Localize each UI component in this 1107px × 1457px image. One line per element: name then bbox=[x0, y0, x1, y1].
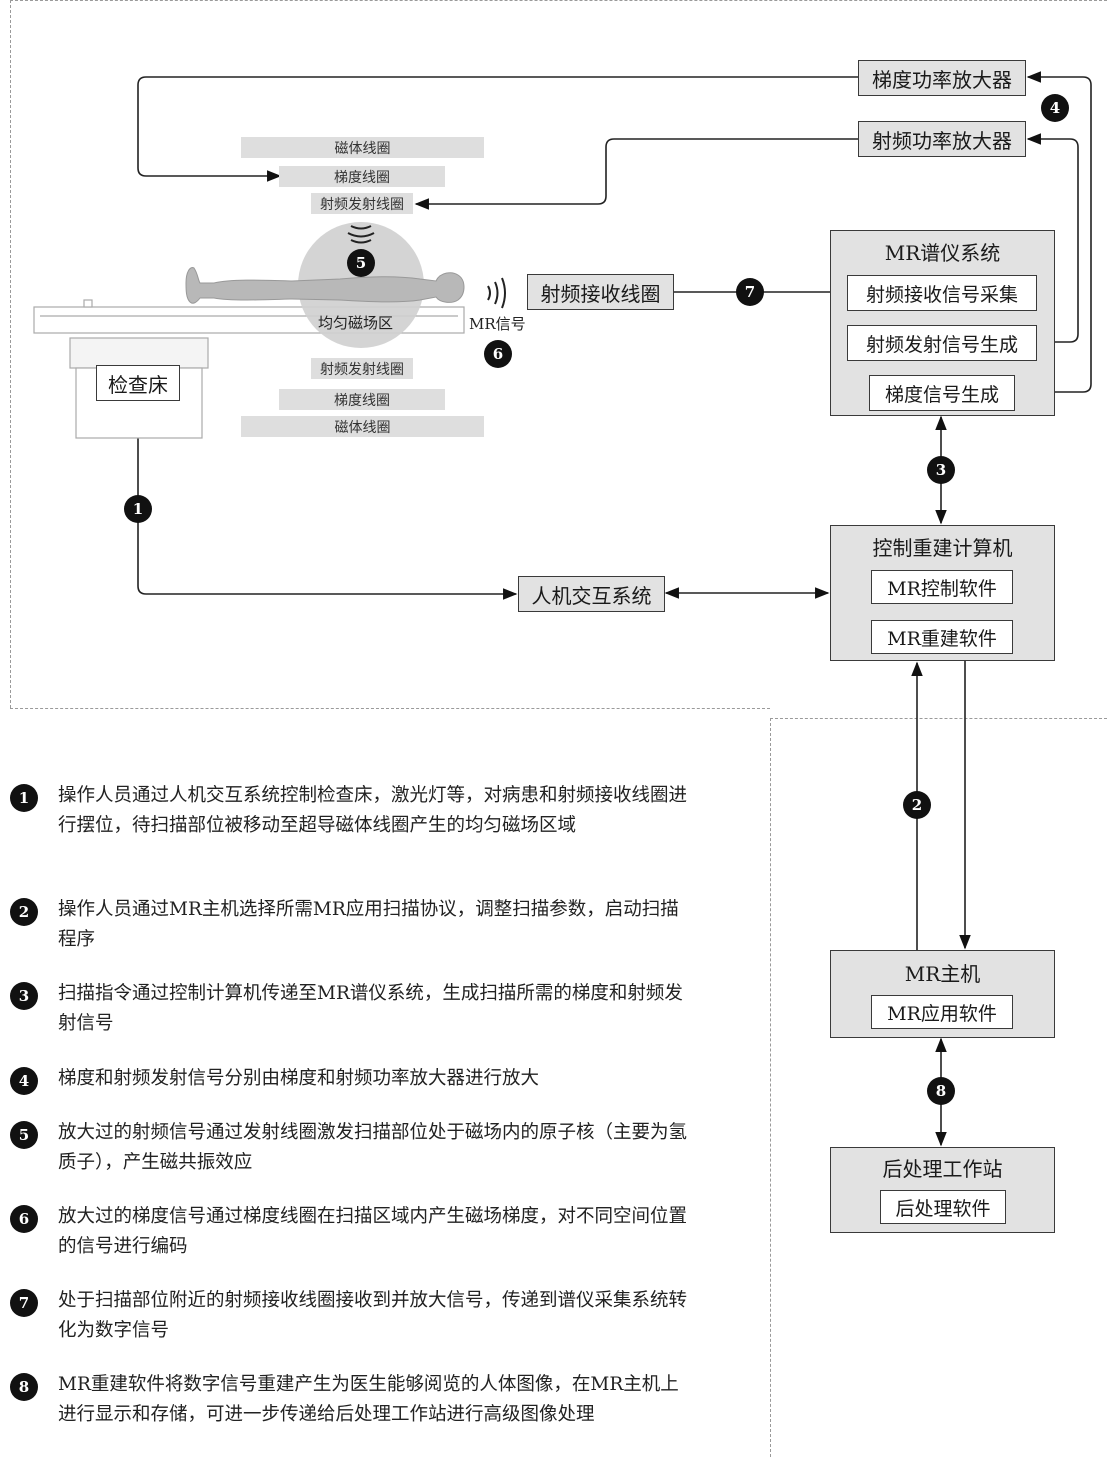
uniform-field-label: 均匀磁场区 bbox=[318, 314, 394, 332]
gradient-amplifier-box: 梯度功率放大器 bbox=[858, 60, 1026, 96]
mr-host-title: MR主机 bbox=[904, 962, 981, 986]
coil-gradient-bottom: 梯度线圈 bbox=[279, 389, 445, 410]
legend-marker-4: 4 bbox=[10, 1067, 38, 1095]
marker-2: 2 bbox=[903, 791, 931, 819]
patient-silhouette bbox=[185, 267, 465, 304]
legend-marker-6: 6 bbox=[10, 1205, 38, 1233]
hci-system-box: 人机交互系统 bbox=[518, 576, 665, 612]
region-border-divider bbox=[770, 718, 771, 1457]
legend-text-6: 放大过的梯度信号通过梯度线圈在扫描区域内产生磁场梯度，对不同空间位置的信号进行编… bbox=[58, 1206, 688, 1257]
marker-7: 7 bbox=[736, 278, 764, 306]
legend-marker-2: 2 bbox=[10, 898, 38, 926]
legend-marker-8: 8 bbox=[10, 1373, 38, 1401]
marker-5: 5 bbox=[347, 249, 375, 277]
arrow-gradgen-to-gradamp bbox=[1015, 71, 1092, 393]
arrow-table-hci bbox=[132, 399, 518, 600]
spectrometer-title: MR谱仪系统 bbox=[884, 241, 1001, 265]
marker-4: 4 bbox=[1041, 94, 1069, 122]
legend-marker-5: 5 bbox=[10, 1121, 38, 1149]
mr-signal-icon bbox=[487, 277, 506, 309]
rf-transmit-generation: 射频发射信号生成 bbox=[847, 325, 1037, 361]
legend-text-1: 操作人员通过人机交互系统控制检查床，激光灯等，对病患和射频接收线圈进行摆位，待扫… bbox=[58, 785, 688, 836]
legend-text-4: 梯度和射频发射信号分别由梯度和射频功率放大器进行放大 bbox=[58, 1068, 540, 1089]
legend-text-2: 操作人员通过MR主机选择所需MR应用扫描协议，调整扫描参数，启动扫描程序 bbox=[58, 899, 679, 950]
region-border-bottom bbox=[10, 708, 770, 709]
legend-marker-7: 7 bbox=[10, 1289, 38, 1317]
coil-magnet-bottom: 磁体线圈 bbox=[241, 416, 484, 437]
mr-control-software: MR控制软件 bbox=[871, 570, 1013, 604]
marker-6: 6 bbox=[484, 340, 512, 368]
gradient-signal-generation: 梯度信号生成 bbox=[869, 375, 1015, 411]
control-computer-group: 控制重建计算机 MR控制软件 MR重建软件 bbox=[830, 525, 1055, 661]
coil-gradient-top: 梯度线圈 bbox=[279, 166, 445, 187]
post-station-group: 后处理工作站 后处理软件 bbox=[830, 1147, 1055, 1233]
post-station-title: 后处理工作站 bbox=[882, 1157, 1003, 1181]
legend-text-7: 处于扫描部位附近的射频接收线圈接收到并放大信号，传递到谱仪采集系统转化为数字信号 bbox=[58, 1290, 688, 1341]
legend-text-5: 放大过的射频信号通过发射线圈激发扫描部位处于磁场内的原子核（主要为氢质子），产生… bbox=[58, 1122, 688, 1173]
marker-3: 3 bbox=[927, 456, 955, 484]
coil-rf-transmit-top: 射频发射线圈 bbox=[311, 193, 413, 214]
arrow-rfgen-to-rfamp bbox=[1026, 133, 1079, 343]
legend-marker-1: 1 bbox=[10, 784, 38, 812]
mr-signal-label: MR信号 bbox=[469, 315, 526, 333]
region-border-top bbox=[10, 0, 1107, 1]
rf-amplifier-box: 射频功率放大器 bbox=[858, 121, 1026, 157]
arrow-gradamp-to-gradcoil bbox=[137, 76, 858, 182]
mr-host-group: MR主机 MR应用软件 bbox=[830, 950, 1055, 1038]
rf-receive-acquisition: 射频接收信号采集 bbox=[847, 275, 1037, 311]
exam-table-box: 检查床 bbox=[96, 365, 180, 401]
region-border-divider-top bbox=[770, 718, 1107, 719]
coil-magnet-top: 磁体线圈 bbox=[241, 137, 484, 158]
spectrometer-group: MR谱仪系统 射频接收信号采集 射频发射信号生成 梯度信号生成 bbox=[830, 230, 1055, 416]
legend-marker-3: 3 bbox=[10, 982, 38, 1010]
control-computer-title: 控制重建计算机 bbox=[872, 536, 1013, 560]
arrow-rfamp-to-rfcoil bbox=[414, 138, 858, 210]
marker-1: 1 bbox=[124, 495, 152, 523]
legend-text-3: 扫描指令通过控制计算机传递至MR谱仪系统，生成扫描所需的梯度和射频发射信号 bbox=[58, 983, 683, 1034]
mr-reconstruction-software: MR重建软件 bbox=[871, 620, 1013, 654]
rf-emission-icon bbox=[347, 225, 375, 244]
post-processing-software: 后处理软件 bbox=[880, 1190, 1006, 1224]
mr-application-software: MR应用软件 bbox=[871, 995, 1013, 1029]
legend-text-8: MR重建软件将数字信号重建产生为医生能够阅览的人体图像，在MR主机上进行显示和存… bbox=[58, 1374, 679, 1425]
region-border-left bbox=[10, 0, 11, 708]
rf-receive-coil-box: 射频接收线圈 bbox=[527, 274, 674, 310]
marker-8: 8 bbox=[927, 1077, 955, 1105]
coil-rf-transmit-bottom: 射频发射线圈 bbox=[311, 358, 413, 379]
